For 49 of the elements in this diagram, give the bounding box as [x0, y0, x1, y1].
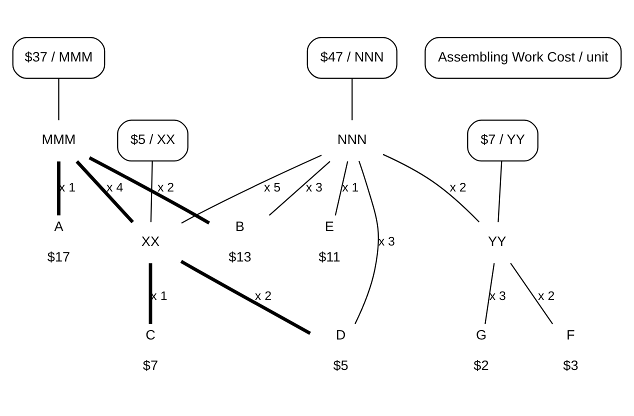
node-label: $3 [563, 358, 578, 374]
edge-label: x 2 [157, 180, 174, 194]
node-label: $2 [474, 358, 489, 374]
connector [181, 154, 322, 224]
edge-label: x 2 [538, 289, 555, 304]
edge-label: x 4 [106, 180, 124, 194]
connector [334, 161, 348, 216]
node-label: $7 [142, 358, 158, 374]
connector [58, 78, 60, 120]
edge-label: x 2 [254, 289, 272, 304]
connector [354, 160, 379, 324]
node-text: MMM [42, 132, 76, 148]
node-box: $7 / YY [467, 120, 538, 162]
node-label: $5 [333, 358, 348, 374]
node-text: G [476, 328, 487, 343]
edge-label: x 1 [342, 180, 359, 194]
connector [150, 161, 153, 222]
edge-label: x 2 [450, 180, 466, 194]
node-text: NNN [337, 132, 367, 148]
node-text: D [336, 328, 346, 343]
node-label: $11 [318, 249, 340, 264]
node-label: $17 [47, 249, 70, 264]
connector [268, 161, 330, 216]
node-text: F [566, 328, 575, 343]
edge-label: x 3 [489, 289, 506, 304]
edge-label: x 5 [264, 180, 281, 194]
edge-label: x 3 [378, 234, 395, 249]
node-box: $5 / XX [117, 120, 188, 162]
connector [76, 160, 134, 224]
connector [484, 263, 495, 324]
node-text: A [54, 218, 64, 234]
connector [180, 260, 311, 335]
node-box: $47 / NNN [306, 36, 398, 79]
connector [148, 263, 152, 324]
connector [510, 262, 554, 324]
node-text: E [324, 218, 334, 234]
connector [57, 161, 60, 216]
node-label: $13 [228, 249, 252, 264]
edge-label: x 3 [306, 180, 322, 194]
connector [352, 78, 353, 120]
connector [88, 156, 210, 225]
connector [498, 161, 502, 222]
node-text: B [235, 218, 245, 234]
connector [382, 154, 480, 222]
node-box: Assembling Work Cost / unit [424, 36, 622, 79]
node-text: XX [141, 234, 160, 250]
node-text: YY [488, 234, 506, 250]
node-box: $37 / MMM [12, 36, 106, 79]
node-text: C [146, 328, 156, 343]
